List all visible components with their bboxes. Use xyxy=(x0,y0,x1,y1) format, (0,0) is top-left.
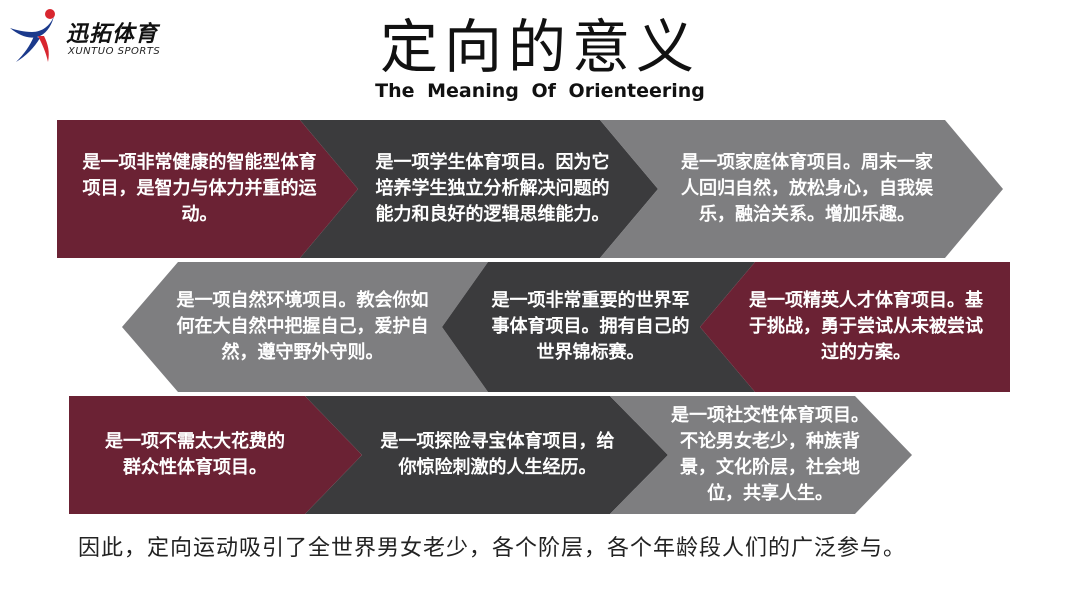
page-subtitle: The Meaning Of Orienteering xyxy=(375,80,705,102)
footer-summary: 因此，定向运动吸引了全世界男女老少，各个阶层，各个年龄段人们的广泛参与。 xyxy=(78,536,907,561)
brand-name-cn: 迅拓体育 xyxy=(66,22,159,47)
brand-name-en: XUNTUO SPORTS xyxy=(68,46,161,57)
arrow-r3-c2 xyxy=(305,396,668,514)
arrow-r3-c3 xyxy=(610,396,912,514)
arrow-r2-c2 xyxy=(442,262,755,392)
arrow-r1-c2 xyxy=(300,120,658,258)
card-text-nature-sport: 是一项自然环境项目。教会你如何在大自然中把握自己，爱护自然，遵守野外守则。 xyxy=(176,290,429,363)
arrow-r3-c1 xyxy=(69,396,362,514)
brand-logo: 迅拓体育 XUNTUO SPORTS xyxy=(4,6,184,66)
card-text-mass-sport: 是一项不需太大花费的群众性体育项目。 xyxy=(105,431,285,478)
card-text-military-sport: 是一项非常重要的世界军事体育项目。拥有自己的世界锦标赛。 xyxy=(491,290,690,363)
page-title: 定向的意义 xyxy=(379,13,700,81)
card-text-family-sport: 是一项家庭体育项目。周末一家人回归自然，放松身心，自我娱乐，融洽关系。增加乐趣。 xyxy=(681,152,933,225)
card-text-elite-sport: 是一项精英人才体育项目。基于挑战，勇于尝试从未被尝试过的方案。 xyxy=(749,290,983,363)
card-text-social-sport: 是一项社交性体育项目。不论男女老少，种族背景，文化阶层，社会地位，共享人生。 xyxy=(671,405,869,504)
arrow-r2-c1 xyxy=(122,262,488,392)
card-text-healthy-sport: 是一项非常健康的智能型体育项目，是智力与体力并重的运动。 xyxy=(82,152,317,225)
arrow-r1-c1 xyxy=(57,120,358,258)
card-text-student-sport: 是一项学生体育项目。因为它培养学生独立分析解决问题的能力和良好的逻辑思维能力。 xyxy=(375,152,610,225)
arrow-r1-c3 xyxy=(600,120,1003,258)
arrow-r2-c3 xyxy=(700,262,1010,392)
card-text-adventure-sport: 是一项探险寻宝体育项目，给你惊险刺激的人生经历。 xyxy=(380,431,615,478)
runner-logo-icon xyxy=(10,9,55,62)
